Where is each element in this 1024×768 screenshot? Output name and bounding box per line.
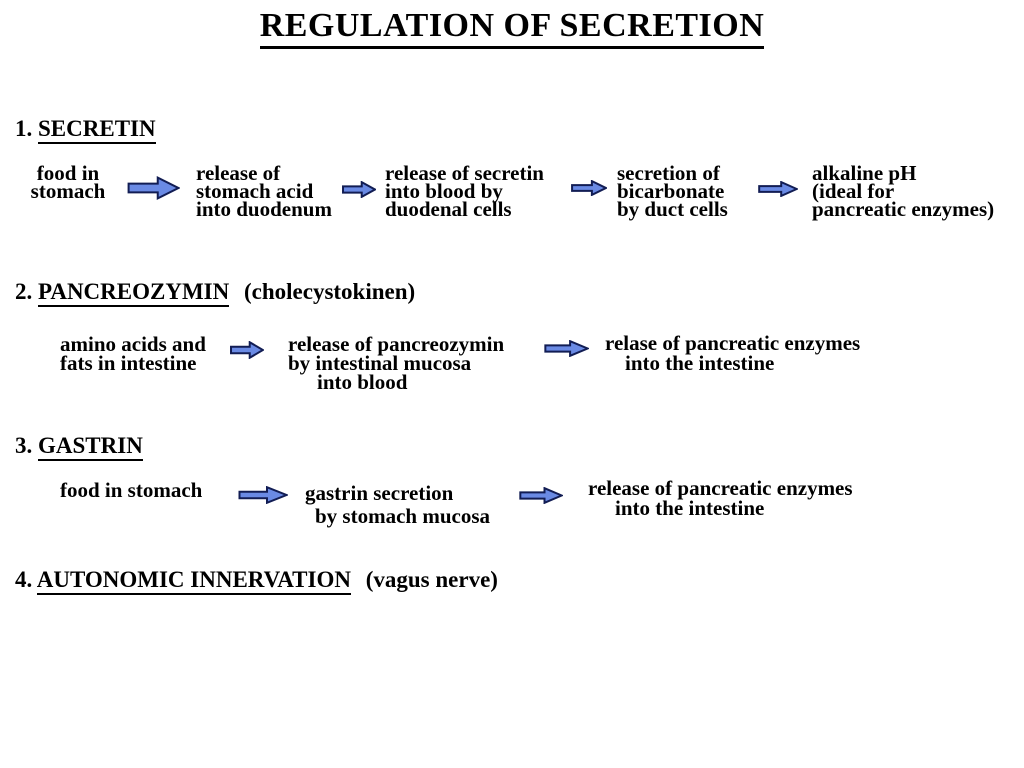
flow-step: release of pancreatic enzymes into the i… xyxy=(588,476,853,520)
arrow-right-icon xyxy=(127,176,180,200)
slide-title: REGULATION OF SECRETION xyxy=(259,8,765,49)
arrow-right-icon xyxy=(571,180,607,196)
flow-step: release of secretin into blood by duoden… xyxy=(385,161,544,221)
arrow-right-icon xyxy=(238,486,288,504)
section-number: 2. xyxy=(15,279,33,304)
arrow-right-icon xyxy=(758,181,798,197)
section-number: 4. xyxy=(15,567,33,592)
flow-step: amino acids and fats in intestine xyxy=(60,332,206,375)
flow-step: food in stomach xyxy=(60,478,203,502)
flow-step: release of stomach acid into duodenum xyxy=(196,161,332,221)
section-heading-gastrin: 3. GASTRIN xyxy=(15,433,143,461)
section-name: SECRETIN xyxy=(38,116,156,144)
section-name: GASTRIN xyxy=(38,433,143,461)
flow-step: relase of pancreatic enzymes into the in… xyxy=(605,331,861,375)
arrow-right-icon xyxy=(519,487,563,504)
section-name: PANCREOZYMIN xyxy=(38,279,230,307)
flow-step: gastrin secretion by stomach mucosa xyxy=(305,481,491,528)
section-name: AUTONOMIC INNERVATION xyxy=(36,567,351,595)
section-suffix: (vagus nerve) xyxy=(365,567,498,592)
slide-title-row: REGULATION OF SECRETION xyxy=(0,8,1024,49)
section-suffix: (cholecystokinen) xyxy=(243,279,416,304)
flow-step: alkaline pH (ideal for pancreatic enzyme… xyxy=(812,161,995,221)
section-number: 1. xyxy=(15,116,33,141)
section-heading-secretin: 1. SECRETIN xyxy=(15,116,156,144)
section-heading-pancreozymin: 2. PANCREOZYMIN (cholecystokinen) xyxy=(15,279,416,307)
flow-step: food in stomach xyxy=(30,161,106,203)
arrow-right-icon xyxy=(544,340,589,357)
section-number: 3. xyxy=(15,433,33,458)
flow-step: secretion of bicarbonate by duct cells xyxy=(617,161,728,221)
flow-step: release of pancreozymin by intestinal mu… xyxy=(288,332,505,394)
section-heading-autonomic-innervation: 4. AUTONOMIC INNERVATION (vagus nerve) xyxy=(15,567,498,595)
arrow-right-icon xyxy=(342,181,376,198)
arrow-right-icon xyxy=(230,341,264,359)
